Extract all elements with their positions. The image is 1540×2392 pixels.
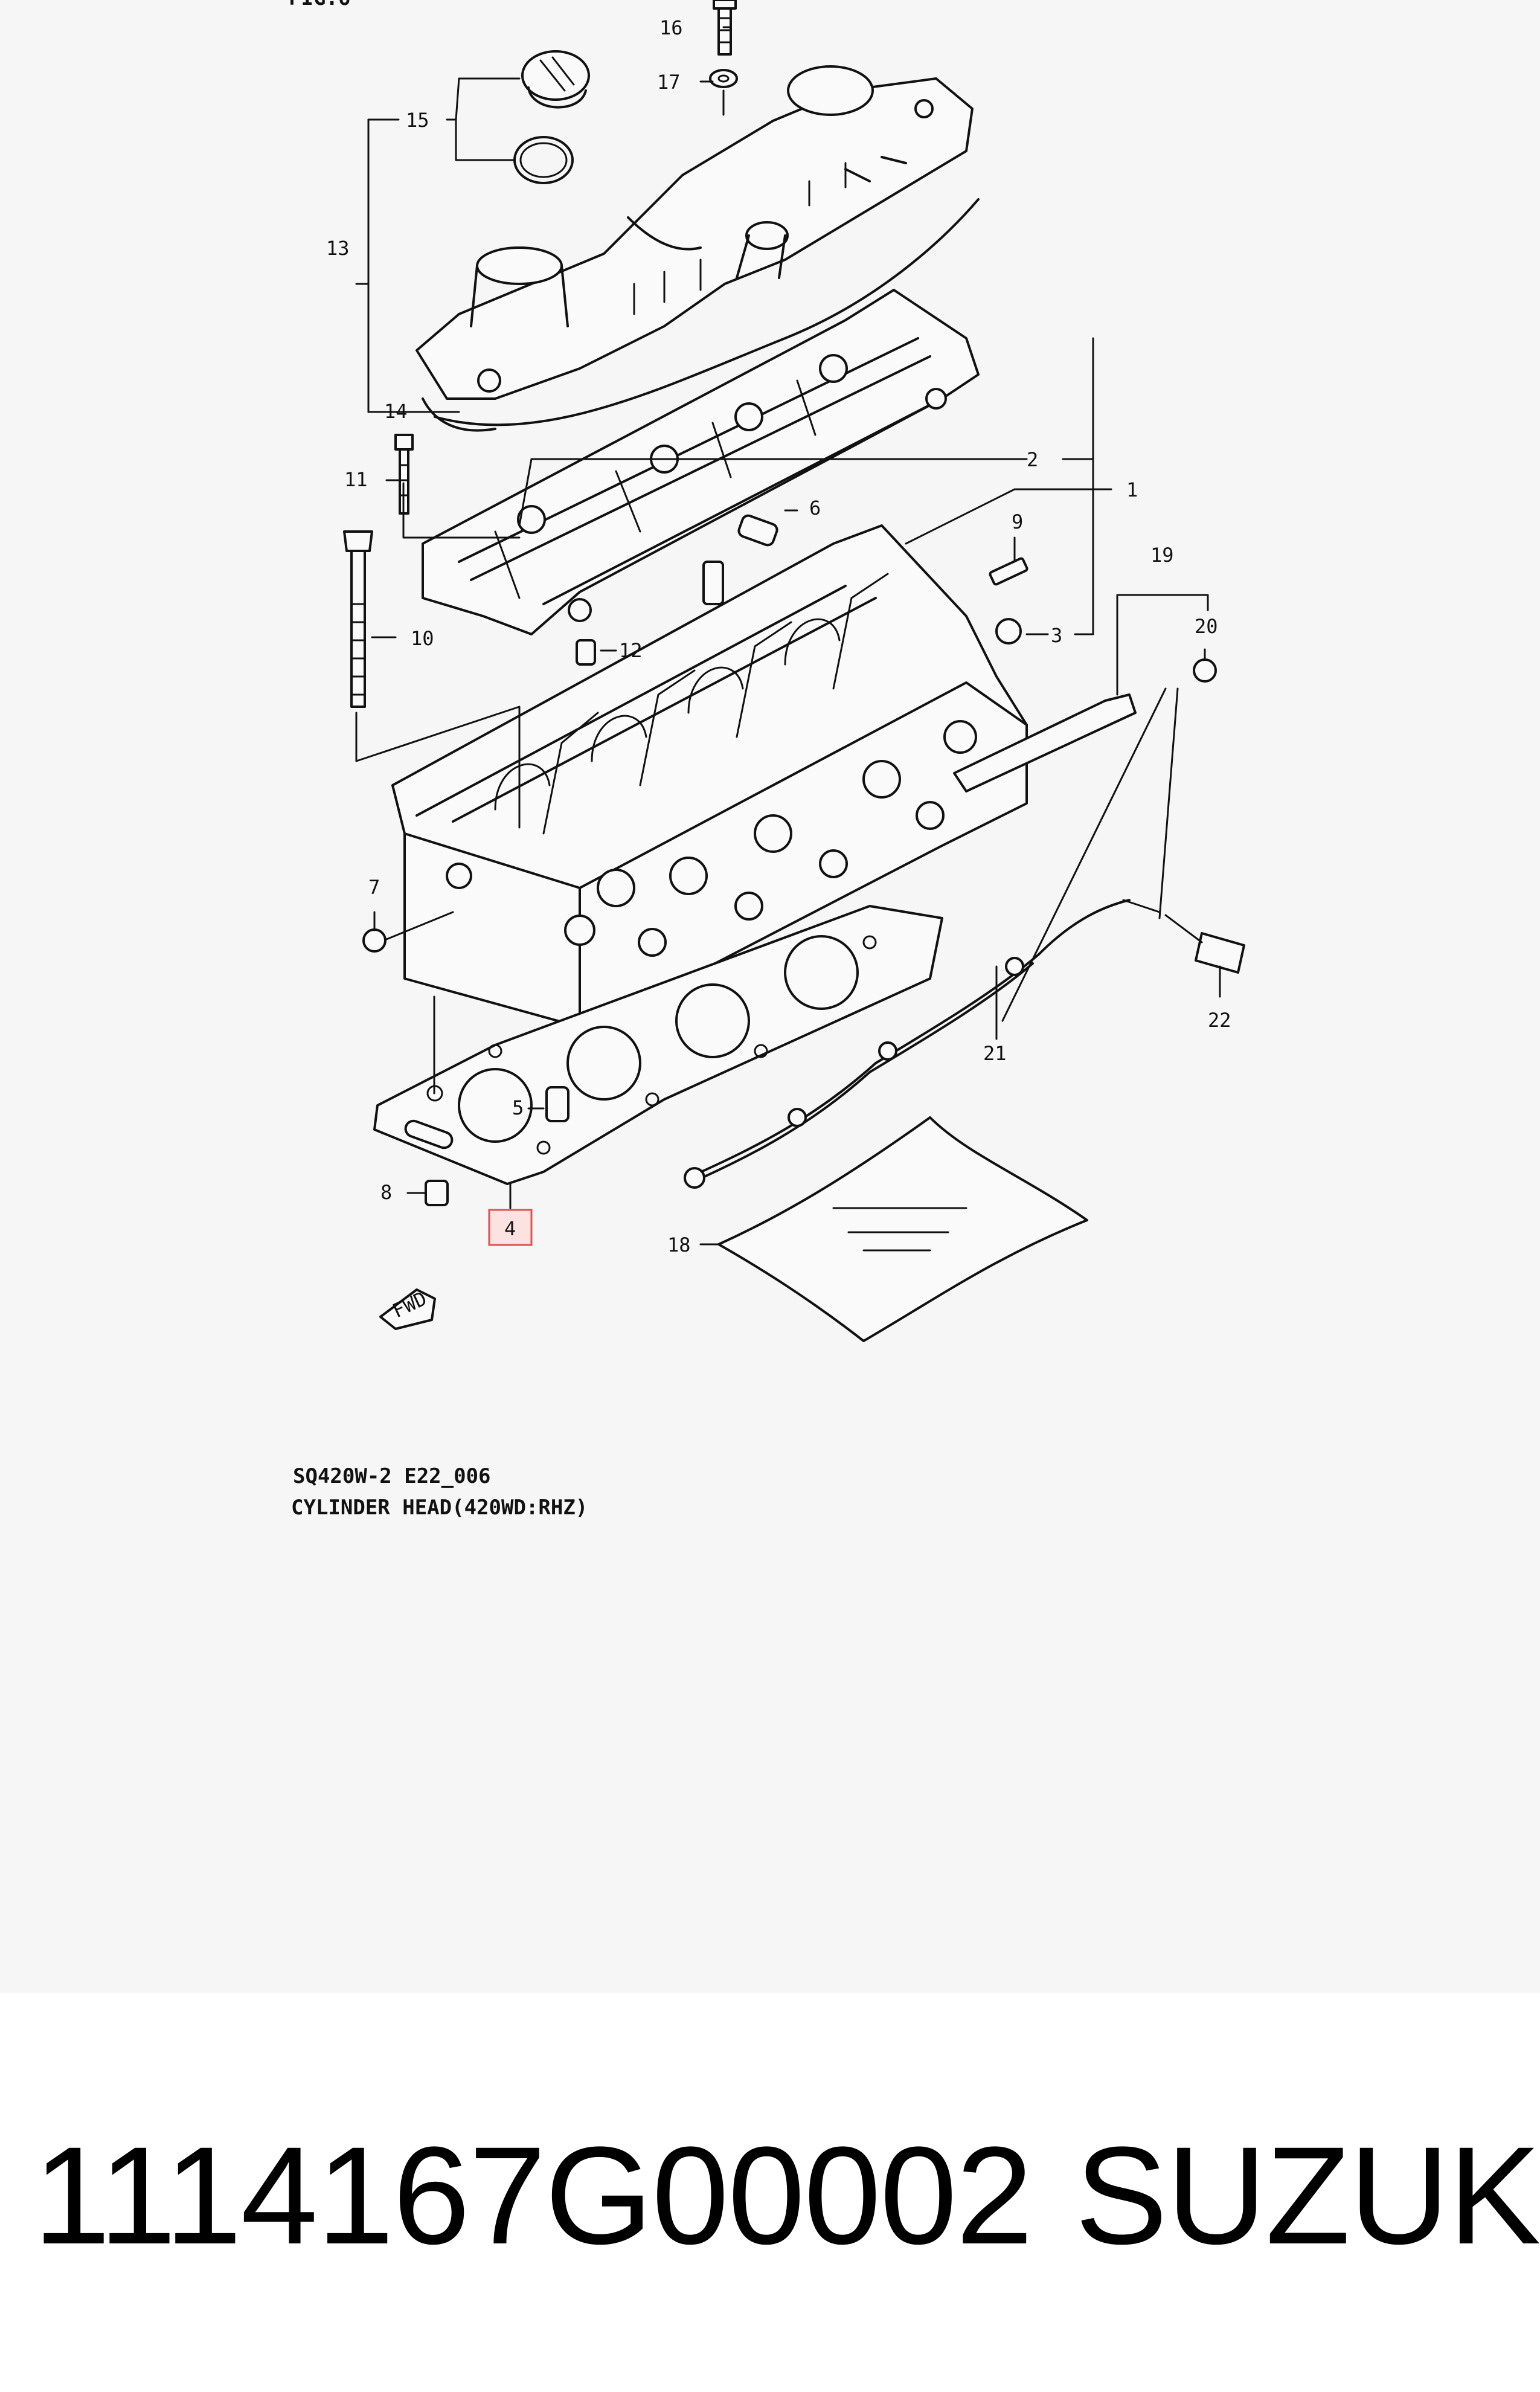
sealing-plug [362,928,387,953]
callout-2: 2 [1027,448,1038,471]
stud [989,557,1028,586]
fwd-arrow: FWD [379,1287,436,1330]
nut [995,618,1022,645]
fig-label: FIG.6 [289,0,350,10]
cover-bolt [713,0,737,56]
callout-22: 22 [1208,1009,1231,1032]
locating-dowel [425,1180,449,1206]
callout-6: 6 [809,497,821,519]
glow-plug-harness [684,899,1161,1189]
glow-plug-nut [1193,658,1217,683]
callout-labels: 1 2 3 4 5 6 7 8 9 10 11 12 13 14 15 16 1… [326,16,1231,1256]
brand-name: SUZUKI [1075,2118,1540,2273]
head-gasket [373,905,943,1185]
callout-19: 19 [1150,544,1174,567]
callout-16: 16 [659,16,683,39]
camshaft-carrier [422,289,980,635]
tappet [702,514,778,605]
callout-3: 3 [1051,624,1062,647]
callout-4: 4 [504,1217,516,1240]
callout-10: 10 [411,627,434,650]
callout-18: 18 [667,1233,691,1256]
callout-13: 13 [326,237,350,260]
parts-diagram-panel: FIG.6 [289,0,1245,1520]
callout-9: 9 [1012,510,1023,533]
callout-5: 5 [512,1096,524,1119]
callout-12: 12 [619,639,643,662]
gasket-set-sheet [717,1116,1088,1342]
diagram-code: SQ420W-2 E22_006 [293,1464,491,1488]
product-footer [0,1993,1540,2392]
filler-cap-o-ring [513,136,574,184]
nozzle-sleeve [545,1086,569,1122]
callout-14: 14 [384,400,408,423]
oil-filler-cap [521,50,590,109]
part-number: 1114167G00002 [33,2118,1033,2273]
glow-plug [953,693,1137,793]
parts-diagram: FIG.6 [289,0,1245,1520]
harness-connector [1164,914,1245,974]
callout-4-highlight [488,1209,533,1246]
callout-15: 15 [406,109,429,132]
diagram-title: CYLINDER HEAD(420WD:RHZ) [291,1496,588,1520]
bolt-washer [709,69,738,88]
callout-7: 7 [368,876,380,899]
callout-17: 17 [657,71,681,94]
leader-lines [355,26,1221,1246]
callout-1: 1 [1126,478,1138,501]
callout-20: 20 [1195,615,1218,638]
callout-21: 21 [983,1042,1007,1065]
callout-8: 8 [380,1181,392,1204]
dowel-pin [576,639,596,666]
head-bolt [343,530,373,708]
valve-cover [415,65,980,432]
callout-11: 11 [344,468,368,491]
